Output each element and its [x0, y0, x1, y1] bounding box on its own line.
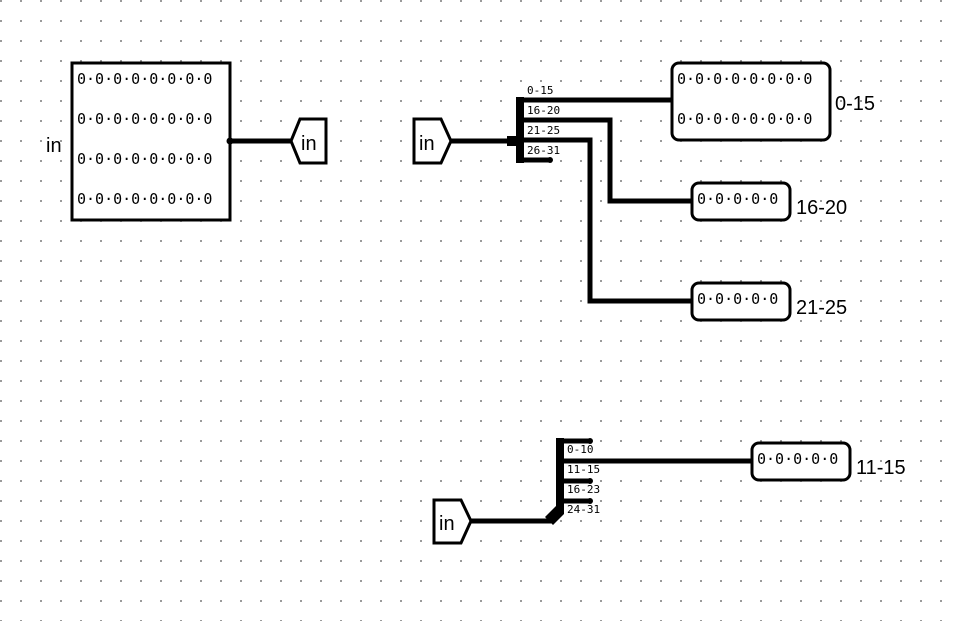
tunnel-a-shape[interactable]	[412, 117, 453, 165]
splitter-a[interactable]: 0-15 16-20 21-25 26-31	[507, 84, 560, 163]
splitter-b-range-2: 16-23	[567, 483, 600, 496]
splitter-a-range-1: 16-20	[527, 104, 560, 117]
tunnel-in-b[interactable]: in	[432, 498, 473, 545]
probe-11-15-row: 0·0·0·0·0	[757, 450, 838, 468]
splitter-b-end-0	[587, 438, 593, 444]
probe-21-25-body[interactable]	[690, 281, 792, 322]
input-pin-row-1: 0·0·0·0·0·0·0·0	[77, 70, 212, 88]
input-pin-row-3: 0·0·0·0·0·0·0·0	[77, 150, 212, 168]
wire-16-20[interactable]	[540, 117, 692, 204]
splitter-a-range-0: 0-15	[527, 84, 554, 97]
tunnel-shape[interactable]	[289, 117, 328, 165]
probe-0-15[interactable]: 0·0·0·0·0·0·0·0 0·0·0·0·0·0·0·0	[670, 61, 832, 142]
probe-21-25[interactable]: 0·0·0·0·0	[690, 281, 792, 322]
splitter-a-spine	[516, 97, 524, 163]
input-pin-body[interactable]	[70, 61, 232, 222]
splitter-a-range-3: 26-31	[527, 144, 560, 157]
tunnel-b-label: in	[439, 513, 455, 535]
splitter-b-range-0: 0-10	[567, 443, 594, 456]
input-pin[interactable]: 0·0·0·0·0·0·0·0 0·0·0·0·0·0·0·0 0·0·0·0·…	[70, 61, 232, 222]
probe-16-20-row: 0·0·0·0·0	[697, 190, 778, 208]
input-pin-row-4: 0·0·0·0·0·0·0·0	[77, 190, 212, 208]
splitter-b-range-3: 24-31	[567, 503, 600, 516]
tunnel-in-out[interactable]: in	[289, 117, 328, 165]
wire-junction	[226, 137, 234, 145]
probe-0-15-label: 0-15	[835, 93, 875, 115]
tunnel-a-label: in	[419, 133, 435, 155]
probe-16-20-label: 16-20	[796, 197, 847, 219]
probe-16-20[interactable]: 0·0·0·0·0	[690, 181, 792, 222]
input-pin-label: in	[46, 135, 62, 157]
splitter-b-spine	[556, 438, 564, 514]
probe-0-15-row-2: 0·0·0·0·0·0·0·0	[677, 110, 812, 128]
probe-11-15[interactable]: 0·0·0·0·0	[750, 441, 852, 482]
probe-21-25-label: 21-25	[796, 297, 847, 319]
tunnel-in-a[interactable]: in	[412, 117, 453, 165]
splitter-a-end-3	[547, 157, 553, 163]
input-pin-row-2: 0·0·0·0·0·0·0·0	[77, 110, 212, 128]
wire-21-25[interactable]	[540, 137, 692, 304]
splitter-a-range-2: 21-25	[527, 124, 560, 137]
tunnel-b-shape[interactable]	[432, 498, 473, 545]
probe-21-25-row: 0·0·0·0·0	[697, 290, 778, 308]
splitter-a-input-stub	[507, 136, 519, 146]
splitter-b[interactable]: 0-10 11-15 16-23 24-31	[545, 438, 600, 525]
probe-11-15-body[interactable]	[750, 441, 852, 482]
tunnel-label: in	[301, 133, 317, 155]
splitter-b-end-2	[587, 478, 593, 484]
splitter-b-end-3	[587, 498, 593, 504]
probe-11-15-label: 11-15	[856, 457, 906, 479]
probe-0-15-body[interactable]	[670, 61, 832, 142]
splitter-b-input-stub	[545, 506, 564, 525]
splitter-b-range-1: 11-15	[567, 463, 600, 476]
probe-16-20-body[interactable]	[690, 181, 792, 222]
probe-0-15-row-1: 0·0·0·0·0·0·0·0	[677, 70, 812, 88]
